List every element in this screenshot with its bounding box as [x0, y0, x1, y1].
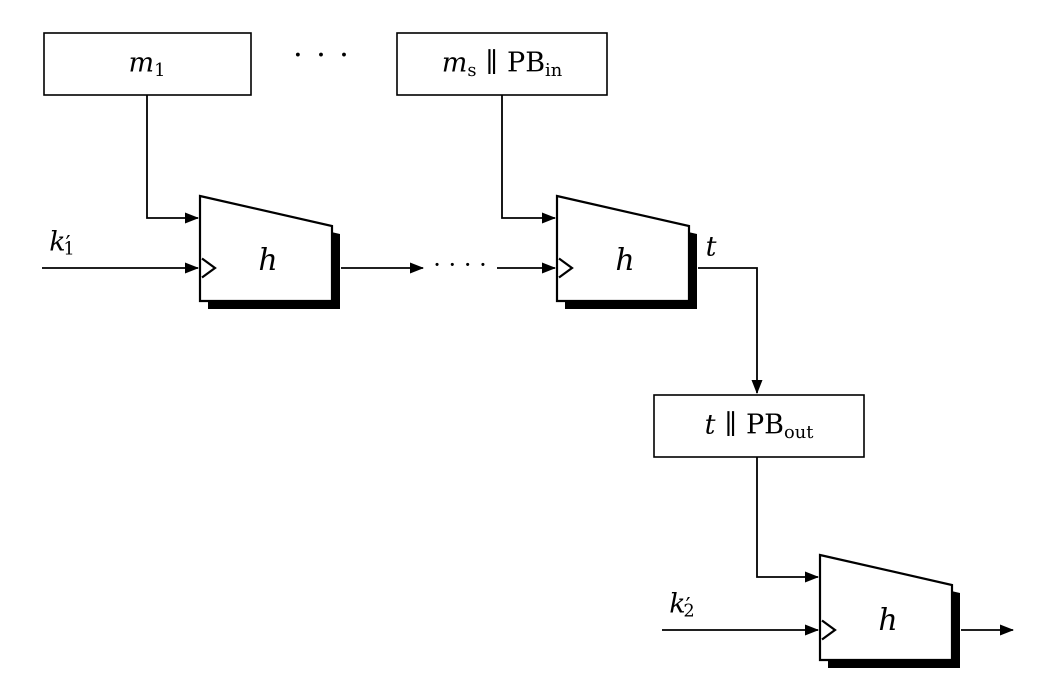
label-t-pbout: t∥PBout: [704, 409, 814, 442]
wire-h2-t-to-box: [698, 267, 763, 394]
ms-sub: s: [467, 59, 477, 81]
hash-block-3: [818, 553, 954, 662]
concat-symbol: ∥: [485, 47, 499, 79]
wire-box-to-h3: [756, 457, 819, 583]
t-var: t: [704, 409, 716, 441]
label-t-wire: t: [705, 231, 717, 263]
label-k1: k′1: [49, 226, 75, 259]
label-h2: h: [615, 243, 635, 278]
k2-sub: 2: [683, 600, 695, 622]
wire-m1-to-h1: [146, 95, 199, 224]
k2-var: k: [669, 588, 686, 620]
message-box-ms-pbin: [396, 32, 608, 96]
label-h1: h: [258, 243, 278, 278]
chaining-chevron-icon-1: [201, 257, 217, 279]
pbout-text: PB: [745, 409, 784, 441]
k1-prime: ′: [65, 231, 71, 257]
ms-var: m: [441, 47, 468, 79]
pbout-sub: out: [784, 421, 814, 443]
concat-symbol: ∥: [724, 409, 737, 441]
ellipsis-top: · · ·: [293, 38, 351, 73]
k1-sub: 1: [63, 238, 75, 260]
ellipsis-chain: · · · ·: [433, 251, 487, 279]
pbin-sub: in: [545, 59, 563, 81]
pbin-text: PB: [507, 47, 546, 79]
hash-block-2: [555, 194, 691, 303]
chaining-chevron-icon-3: [821, 619, 837, 641]
message-box-m1: [43, 32, 252, 96]
label-h3: h: [878, 603, 898, 638]
k1-var: k: [49, 226, 66, 258]
m1-sub: 1: [154, 59, 166, 81]
label-m1: m1: [128, 47, 166, 80]
k2-prime: ′: [685, 593, 691, 619]
wire-ms-to-h2: [501, 95, 556, 224]
box-t-pbout: [653, 394, 865, 458]
label-ms-pbin: ms ∥PBin: [441, 47, 562, 80]
hash-block-1: [198, 194, 334, 303]
chaining-chevron-icon-2: [558, 257, 574, 279]
m1-var: m: [128, 47, 155, 79]
label-k2: k′2: [669, 588, 695, 621]
